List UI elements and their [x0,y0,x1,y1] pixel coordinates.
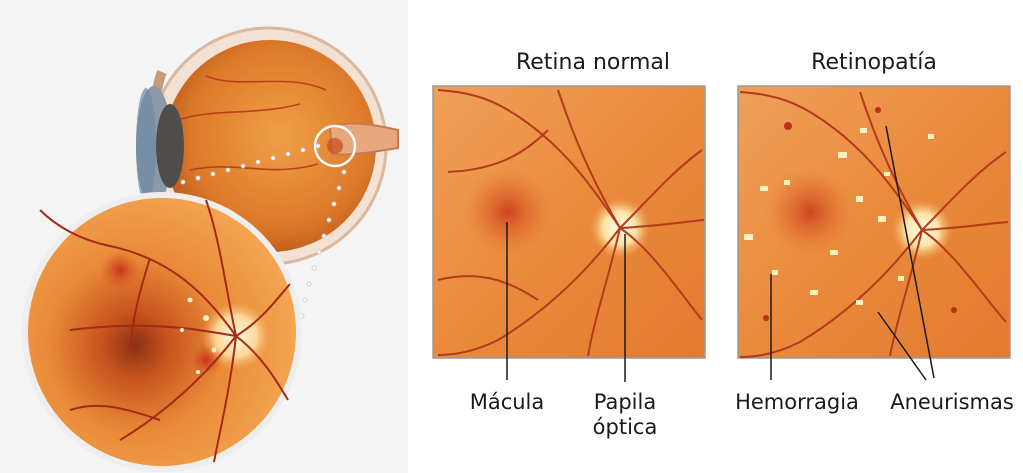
heading-normal-retina: Retina normal [463,50,723,75]
macula-region [462,166,554,258]
hemorrhage-spot [100,250,140,290]
label-papila-line2: óptica [570,415,680,440]
iris [136,88,156,204]
label-macula: Mácula [449,390,565,415]
label-papila: Papila óptica [570,390,680,440]
lens [156,104,184,188]
heading-retinopathy: Retinopatía [744,50,1004,75]
fundus-magnified-view [22,192,302,472]
eye-illustration-panel [0,0,408,473]
label-hemorragia: Hemorragia [724,390,870,415]
retinopathy-photo [738,86,1010,358]
eye-illustration [0,0,408,473]
label-papila-line1: Papila [570,390,680,415]
normal-retina-photo [433,86,705,358]
label-aneurismas: Aneurismas [884,390,1020,415]
